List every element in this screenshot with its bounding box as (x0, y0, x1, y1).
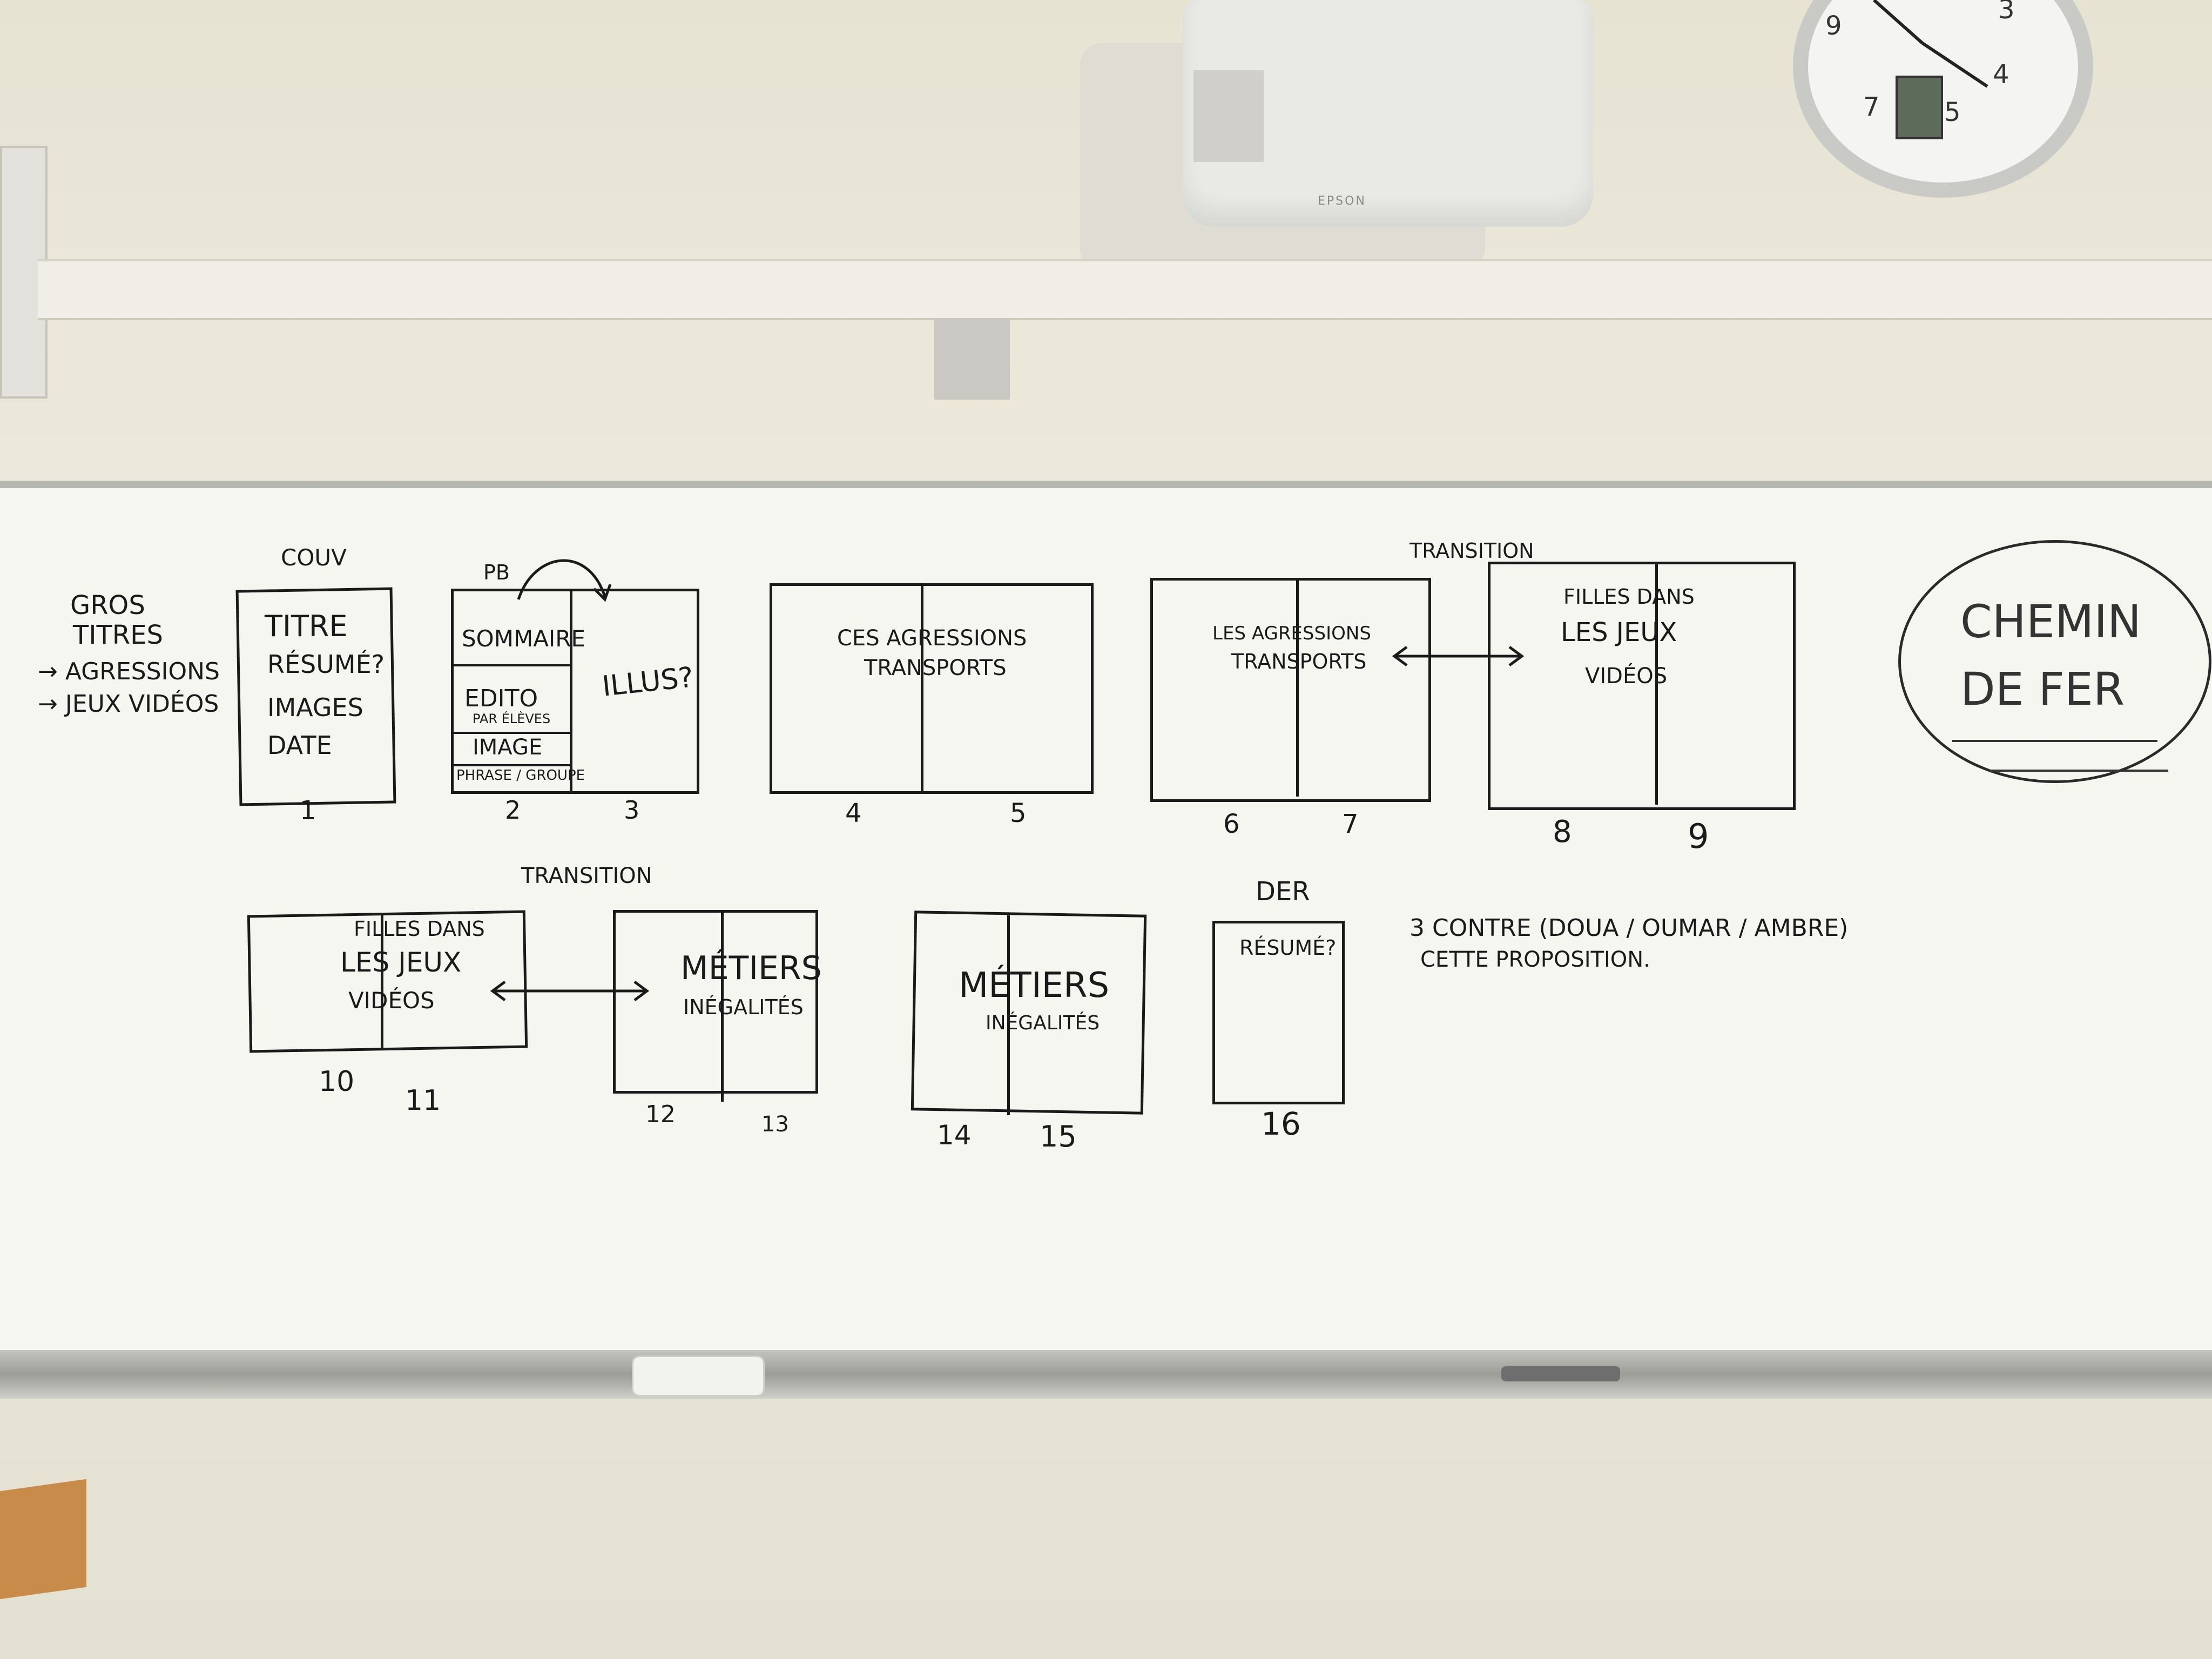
page-text: SOMMAIRE (462, 625, 586, 652)
clock-numeral: 4 (1993, 59, 2009, 90)
page-sheet-16 (1212, 921, 1345, 1104)
page-number: 6 (1223, 809, 1240, 839)
page-text: CES AGRESSIONS (837, 626, 1027, 651)
page-number: 15 (1040, 1120, 1077, 1154)
section-line (454, 764, 570, 766)
page-number: 16 (1261, 1105, 1301, 1142)
page-fold (381, 913, 383, 1048)
page-text: PHRASE / GROUPE (456, 767, 585, 784)
projector-sticker (1193, 70, 1264, 162)
wall-rail (38, 259, 2212, 320)
rail-bracket (934, 319, 1010, 400)
page-text: FILLES DANS (1563, 585, 1695, 609)
page-number: 4 (845, 798, 862, 828)
page-text: VIDÉOS (1585, 664, 1668, 689)
clock-hands (1873, 0, 1988, 88)
page-number: 13 (761, 1112, 789, 1137)
page-text: VIDÉOS (348, 987, 435, 1014)
clock-numeral: 9 (1825, 11, 1842, 41)
title-line-1: CHEMIN (1960, 595, 2141, 648)
page-number: 12 (645, 1101, 676, 1128)
note-jeux-videos: → JEUX VIDÉOS (38, 690, 219, 718)
page-fold (1007, 915, 1010, 1115)
page-text: EDITO (464, 685, 538, 712)
page-text: IMAGE (473, 735, 543, 760)
page-fold (1296, 581, 1299, 797)
board-eraser (632, 1355, 765, 1397)
page-text: DATE (267, 731, 332, 760)
page-text: LES AGRESSIONS (1212, 623, 1371, 644)
page-number: 1 (300, 795, 316, 826)
page-label-couv: COUV (281, 544, 347, 571)
section-line (454, 664, 570, 666)
page-label-pb: PB (483, 561, 510, 584)
marker-tray (0, 1350, 2212, 1399)
page-text: INÉGALITÉS (986, 1012, 1100, 1034)
page-number: 11 (405, 1084, 441, 1117)
title-line-2: DE FER (1960, 663, 2125, 716)
page-sheet-6-7 (1150, 578, 1431, 802)
page-text: RÉSUMÉ? (267, 650, 385, 679)
page-sheet-8-9 (1488, 562, 1796, 810)
page-number: 7 (1342, 809, 1359, 839)
clock-numeral: 7 (1863, 92, 1880, 122)
page-text: PAR ÉLÈVES (473, 711, 551, 726)
whiteboard-marker (1501, 1366, 1620, 1381)
page-fold (921, 586, 923, 791)
note-contre: 3 CONTRE (DOUA / OUMAR / AMBRE) (1410, 914, 1849, 942)
page-sheet-4-5 (770, 583, 1094, 794)
page-label-transition: TRANSITION (521, 864, 652, 888)
page-text: LES JEUX (1561, 617, 1677, 648)
page-text: RÉSUMÉ? (1239, 936, 1337, 960)
page-fold (570, 589, 572, 791)
section-line (454, 732, 570, 734)
page-number: 10 (319, 1065, 355, 1098)
note-agressions: → AGRESSIONS (38, 658, 220, 685)
page-text: MÉTIERS (680, 949, 822, 987)
page-text: MÉTIERS (959, 966, 1110, 1006)
page-sheet-12-13 (613, 910, 818, 1094)
page-number: 5 (1010, 798, 1027, 828)
page-fold (1655, 564, 1658, 805)
double-arrow (490, 980, 650, 1002)
page-text: INÉGALITÉS (683, 995, 804, 1019)
double-arrow (1392, 645, 1525, 667)
title-underline (1952, 740, 2157, 742)
page-text: IMAGES (267, 693, 363, 722)
page-number: 8 (1553, 814, 1572, 849)
page-number: 3 (624, 795, 640, 825)
page-text: TRANSPORTS (864, 656, 1007, 680)
title-underline (1990, 770, 2168, 772)
page-fold (721, 913, 724, 1102)
page-number: 14 (937, 1120, 972, 1151)
clock-numeral: 3 (1998, 0, 2015, 25)
page-text: LES JEUX (340, 947, 462, 978)
whiteboard (0, 481, 2212, 1363)
page-label-transition: TRANSITION (1410, 539, 1534, 563)
page-label-der: DER (1256, 876, 1310, 907)
title-circle (1898, 540, 2211, 783)
page-number: 9 (1688, 817, 1709, 856)
page-number: 2 (505, 795, 521, 825)
clock-numeral: 5 (1944, 97, 1961, 127)
page-text: FILLES DANS (354, 917, 485, 941)
projector-brand: EPSON (1318, 194, 1366, 208)
page-text: TRANSPORTS (1231, 650, 1367, 673)
note-titres: TITRES (73, 620, 163, 650)
note-gros: GROS (70, 590, 145, 621)
desk-corner (0, 1479, 86, 1600)
page-sheet-2-3 (451, 589, 699, 794)
page-text: TITRE (265, 609, 348, 643)
note-proposition: CETTE PROPOSITION. (1420, 947, 1650, 972)
clock-display (1896, 76, 1943, 139)
